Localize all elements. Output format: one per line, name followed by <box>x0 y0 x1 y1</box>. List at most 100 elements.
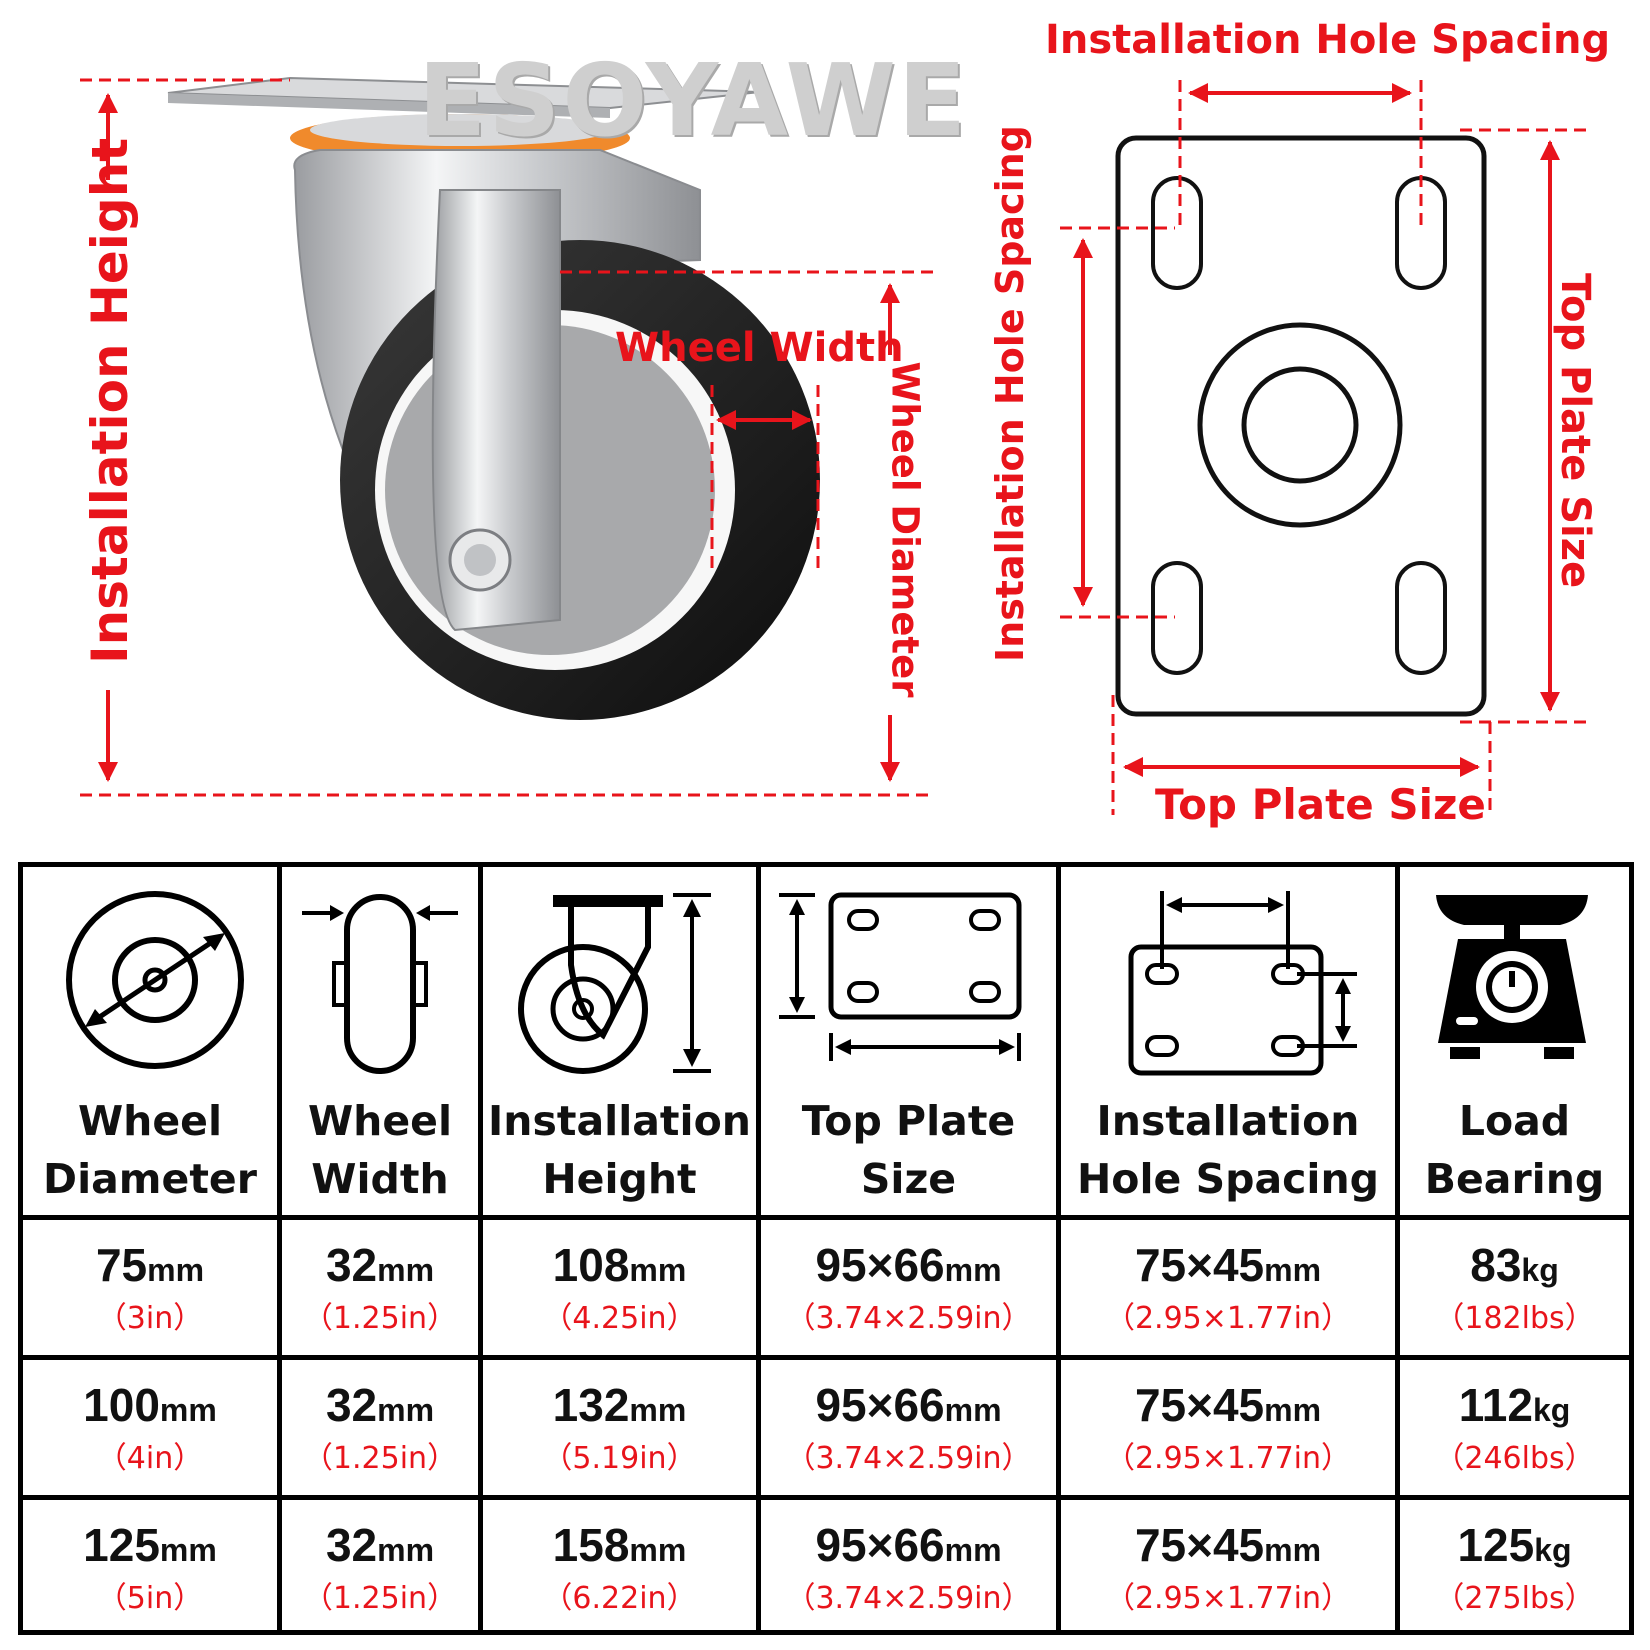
table-cell: 132mm （5.19in） <box>483 1378 756 1495</box>
header-hole-spacing-line1: Installation <box>1096 1097 1360 1145</box>
hole-spacing-label-top: Installation Hole Spacing <box>1045 17 1611 63</box>
header-load-bearing-line2: Bearing <box>1424 1155 1605 1203</box>
cell-value: 108mm <box>483 1238 756 1297</box>
table-cell: 83kg （182lbs） <box>1400 1238 1629 1355</box>
cell-imperial: （3in） <box>96 1301 204 1336</box>
table-cell: 108mm（4.25in） <box>483 1238 756 1355</box>
cell-number: 125 <box>83 1519 160 1571</box>
header-top-plate-size-line2: Size <box>860 1155 957 1203</box>
table-cell: 125mm （5in） <box>23 1518 277 1635</box>
cell-number: 32 <box>325 1239 378 1291</box>
cell-value: 32mm <box>282 1238 478 1297</box>
cell-value: 95×66mm <box>761 1378 1056 1437</box>
cell-imperial: （275lbs） <box>1434 1581 1595 1616</box>
cell-number: 112 <box>1458 1379 1533 1431</box>
cell-imperial: （1.25in） <box>302 1581 458 1616</box>
cell-unit: mm <box>944 1392 1002 1428</box>
cell-number: 132 <box>552 1379 630 1431</box>
cell-unit: mm <box>629 1252 687 1288</box>
cell-imperial: （182lbs） <box>1434 1301 1595 1336</box>
column-wheel-diameter: Wheel Diameter <box>23 867 277 1630</box>
table-cell: 32mm （1.25in） <box>282 1378 478 1495</box>
cell-unit: kg <box>1532 1392 1571 1428</box>
cell-value: 112kg <box>1400 1378 1629 1437</box>
cell-value: 95×66mm <box>761 1518 1056 1577</box>
cell-imperial: （1.25in） <box>302 1301 458 1336</box>
cell-imperial: （3.74×2.59in） <box>785 1441 1032 1476</box>
cell-number: 125 <box>1457 1519 1535 1571</box>
cell-unit: mm <box>1264 1392 1322 1428</box>
header-wheel-width-line2: Width <box>311 1155 449 1203</box>
cell-number: 158 <box>552 1519 630 1571</box>
column-top-plate-size: Top Plate Size <box>761 867 1056 1630</box>
cell-value: 100mm <box>23 1378 277 1437</box>
cell-imperial: （2.95×1.77in） <box>1104 1441 1352 1476</box>
cell-number: 108 <box>552 1239 630 1291</box>
top-plate-size-icon <box>779 892 1022 1061</box>
dimension-diagram <box>80 76 1590 815</box>
cell-number: 83 <box>1470 1239 1522 1291</box>
cell-imperial: （2.95×1.77in） <box>1104 1581 1352 1616</box>
cell-value: 32mm <box>282 1378 478 1437</box>
cell-unit: mm <box>944 1532 1002 1568</box>
cell-value: 125kg <box>1400 1518 1629 1577</box>
cell-imperial: （3.74×2.59in） <box>785 1301 1032 1336</box>
table-cell: 75mm （3in） <box>23 1238 277 1355</box>
wheel-width-label: Wheel Width <box>615 325 904 371</box>
top-plate-size-label-bottom: Top Plate Size <box>1155 780 1486 829</box>
cell-number: 95×66 <box>815 1239 945 1291</box>
top-plate-drawing <box>1115 135 1487 717</box>
brand-watermark: ESOYAWE <box>418 42 969 159</box>
header-wheel-width-line1: Wheel <box>307 1097 453 1145</box>
cell-value: 125mm <box>23 1518 277 1577</box>
cell-number: 75×45 <box>1134 1379 1265 1431</box>
cell-unit: kg <box>1534 1532 1572 1568</box>
cell-unit: mm <box>159 1532 217 1568</box>
cell-number: 75×45 <box>1134 1519 1265 1571</box>
table-cell: 158mm（6.22in） <box>483 1518 756 1635</box>
cell-imperial: （5in） <box>96 1581 204 1616</box>
cell-unit: mm <box>1264 1252 1322 1288</box>
cell-imperial: （1.25in） <box>302 1441 458 1476</box>
cell-imperial: （3.74×2.59in） <box>785 1581 1032 1616</box>
table-cell: 95×66mm （3.74×2.59in） <box>761 1238 1056 1355</box>
cell-unit: mm <box>1264 1532 1322 1568</box>
wheel-diameter-dimension <box>560 270 935 782</box>
cell-unit: mm <box>159 1392 217 1428</box>
cell-imperial: （2.95×1.77in） <box>1104 1301 1352 1336</box>
top-plate-size-label-right: Top Plate Size <box>1552 273 1598 589</box>
cell-imperial: （5.19in） <box>542 1441 697 1476</box>
cell-value: 75×45mm <box>1061 1238 1395 1297</box>
spec-table: Wheel Diameter Wheel Width <box>18 862 1634 1635</box>
cell-unit: mm <box>629 1532 687 1568</box>
cell-unit: mm <box>944 1252 1002 1288</box>
header-top-plate-size-line1: Top Plate <box>801 1097 1016 1145</box>
cell-value: 32mm <box>282 1518 478 1577</box>
cell-value: 75×45mm <box>1061 1378 1395 1437</box>
cell-unit: mm <box>377 1392 435 1428</box>
header-installation-height-line1: Installation <box>488 1097 751 1145</box>
cell-number: 75×45 <box>1134 1239 1265 1291</box>
table-cell: 75×45mm （2.95×1.77in） <box>1061 1378 1395 1495</box>
cell-unit: mm <box>629 1392 687 1428</box>
cell-value: 158mm <box>483 1518 756 1577</box>
cell-unit: mm <box>147 1252 205 1288</box>
table-cell: 100mm （4in） <box>23 1378 277 1495</box>
cell-value: 75mm <box>23 1238 277 1297</box>
cell-number: 100 <box>83 1379 160 1431</box>
header-load-bearing-line1: Load <box>1458 1097 1571 1145</box>
cell-unit: mm <box>377 1532 435 1568</box>
cell-value: 83kg <box>1400 1238 1629 1297</box>
cell-value: 95×66mm <box>761 1238 1056 1297</box>
cell-number: 95×66 <box>815 1379 945 1431</box>
header-hole-spacing-line2: Hole Spacing <box>1076 1155 1380 1203</box>
wheel-diameter-icon <box>66 891 244 1069</box>
installation-height-dimension <box>80 78 930 797</box>
header-wheel-diameter-line1: Wheel <box>77 1097 223 1145</box>
table-cell: 32mm （1.25in） <box>282 1238 478 1355</box>
cell-number: 32 <box>325 1379 378 1431</box>
hole-spacing-label-side: Installation Hole Spacing <box>988 125 1032 662</box>
cell-value: 75×45mm <box>1061 1518 1395 1577</box>
cell-imperial: （4in） <box>96 1441 204 1476</box>
table-cell: 32mm （1.25in） <box>282 1518 478 1635</box>
